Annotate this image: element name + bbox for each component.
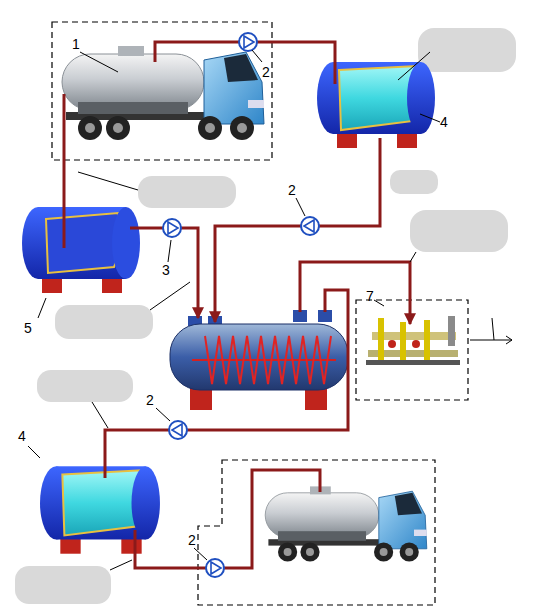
skid-unit	[388, 340, 396, 348]
leader-line	[252, 50, 262, 62]
dashed-frame	[198, 460, 435, 605]
pump-symbol	[206, 559, 224, 577]
skid-unit	[424, 320, 430, 360]
leader-line	[398, 52, 430, 80]
callout-number: 3	[162, 262, 170, 278]
blank-tag	[15, 566, 111, 604]
skid-unit	[378, 318, 384, 360]
tank-truck	[62, 46, 264, 140]
storage-tank	[40, 466, 160, 553]
support	[190, 388, 212, 410]
callout-number: 2	[262, 64, 270, 80]
leader-line	[28, 446, 40, 458]
blank-tag	[55, 305, 153, 339]
callout-number: 1	[72, 36, 80, 52]
coil	[205, 336, 331, 384]
callout-number: 5	[24, 320, 32, 336]
leader-line	[78, 172, 138, 190]
callout-number: 7	[366, 288, 374, 304]
leader-line	[420, 114, 440, 122]
callout-number: 4	[18, 428, 26, 444]
leader-line	[150, 282, 190, 310]
leader-line	[92, 402, 108, 428]
leader-line	[410, 252, 416, 262]
leader-line	[38, 298, 46, 318]
skid-unit	[366, 360, 460, 365]
skid-unit	[412, 340, 420, 348]
callout-number: 2	[288, 182, 296, 198]
leader-line	[194, 548, 207, 560]
pipe	[300, 262, 410, 324]
skid-unit	[400, 322, 406, 360]
tank-truck	[265, 486, 427, 561]
skid-unit	[448, 316, 455, 346]
leader-line	[110, 560, 132, 570]
pump-symbol	[301, 217, 319, 235]
skid-unit	[372, 332, 456, 340]
leader-line	[156, 408, 170, 421]
outlet-arrow	[470, 340, 512, 341]
pipe	[135, 470, 320, 568]
outlet-arrow	[506, 336, 512, 344]
leader-line	[374, 300, 384, 306]
pipe	[63, 94, 66, 248]
storage-tank	[22, 207, 140, 293]
outlet-tick	[492, 318, 494, 340]
blank-tag	[138, 176, 236, 208]
blank-tag	[410, 210, 508, 252]
pump-symbol	[163, 219, 181, 237]
pipe	[130, 228, 198, 318]
blank-tag	[418, 28, 516, 72]
pipe	[105, 290, 348, 478]
support	[305, 388, 327, 410]
pump-symbol	[169, 421, 187, 439]
pump-symbol	[239, 33, 257, 51]
blank-tag	[390, 170, 438, 194]
blank-tag	[37, 370, 133, 402]
leader-line	[168, 240, 171, 262]
heat-exchanger	[170, 324, 348, 390]
callout-number: 2	[188, 532, 196, 548]
dashed-frame	[356, 300, 468, 400]
leader-line	[80, 52, 118, 72]
leader-line	[296, 198, 305, 216]
callout-number: 2	[146, 392, 154, 408]
pipe	[215, 138, 380, 322]
callout-number: 4	[440, 114, 448, 130]
